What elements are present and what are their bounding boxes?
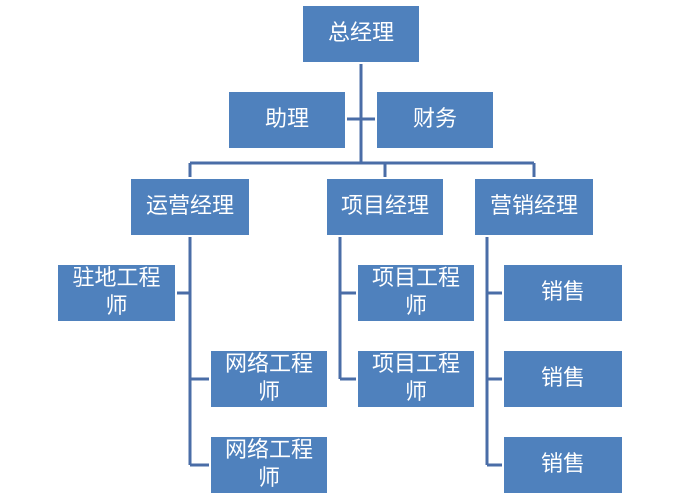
node-finance: 财务 <box>375 90 495 150</box>
node-sales-3-label: 销售 <box>540 452 585 477</box>
node-network-engineer-2: 网络工程师 <box>209 435 329 495</box>
node-project-engineer-2-label: 项目工程师 <box>371 352 460 405</box>
node-sales-manager: 营销经理 <box>473 177 595 237</box>
node-project-engineer-1-label: 项目工程师 <box>371 266 460 319</box>
node-onsite-engineer-label: 驻地工程师 <box>72 266 161 319</box>
node-sales-1-label: 销售 <box>540 280 585 305</box>
node-assistant-label: 助理 <box>264 107 309 132</box>
node-onsite-engineer: 驻地工程师 <box>56 263 177 323</box>
node-project-manager-label: 项目经理 <box>340 194 429 219</box>
node-ceo: 总经理 <box>301 4 421 64</box>
node-sales-1: 销售 <box>502 263 624 323</box>
node-ops-manager-label: 运营经理 <box>145 194 234 219</box>
node-project-engineer-1: 项目工程师 <box>356 263 476 323</box>
node-network-engineer-1-label: 网络工程师 <box>224 352 313 405</box>
node-ceo-label: 总经理 <box>327 21 394 46</box>
node-network-engineer-1: 网络工程师 <box>209 349 329 409</box>
connector-lines <box>176 62 536 467</box>
node-sales-2: 销售 <box>502 349 624 409</box>
node-sales-manager-label: 营销经理 <box>489 194 578 219</box>
node-sales-2-label: 销售 <box>540 366 585 391</box>
node-network-engineer-2-label: 网络工程师 <box>224 438 313 491</box>
node-ops-manager: 运营经理 <box>129 177 251 237</box>
node-sales-3: 销售 <box>502 435 624 495</box>
node-project-manager: 项目经理 <box>325 177 445 237</box>
node-assistant: 助理 <box>227 90 347 150</box>
node-finance-label: 财务 <box>412 107 457 132</box>
node-project-engineer-2: 项目工程师 <box>356 349 476 409</box>
